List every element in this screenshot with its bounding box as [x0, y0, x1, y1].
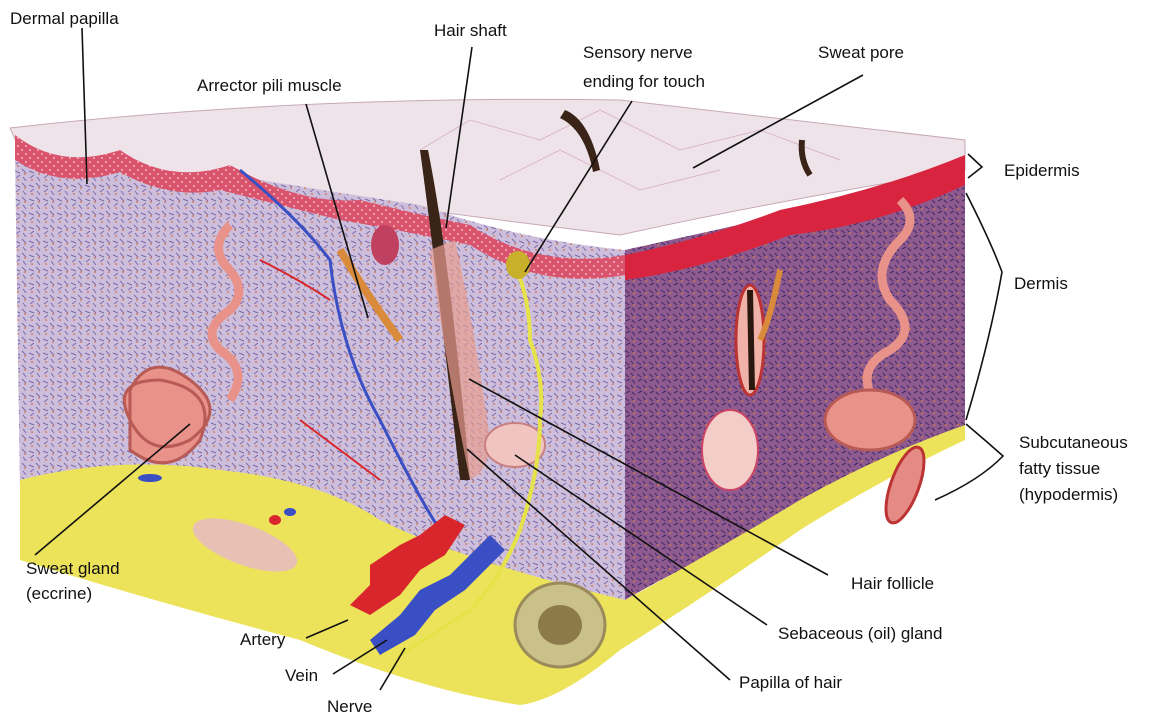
label-subcutaneous-2: fatty tissue: [1019, 459, 1100, 478]
label-sensory-nerve-1: Sensory nerve: [583, 43, 693, 62]
label-papilla-of-hair: Papilla of hair: [739, 673, 842, 692]
label-sebaceous-gland: Sebaceous (oil) gland: [778, 624, 942, 643]
label-arrector-pili: Arrector pili muscle: [197, 76, 342, 95]
label-sweat-gland-1: Sweat gland: [26, 559, 120, 578]
label-sweat-pore: Sweat pore: [818, 43, 904, 62]
label-subcutaneous-1: Subcutaneous: [1019, 433, 1128, 452]
dermis-right: [625, 175, 965, 600]
label-sweat-gland-2: (eccrine): [26, 584, 92, 603]
label-artery: Artery: [240, 630, 286, 649]
label-hair-follicle: Hair follicle: [851, 574, 934, 593]
label-hair-shaft: Hair shaft: [434, 21, 507, 40]
label-sensory-nerve-2: ending for touch: [583, 72, 705, 91]
label-dermal-papilla: Dermal papilla: [10, 9, 119, 28]
label-subcutaneous-3: (hypodermis): [1019, 485, 1118, 504]
label-vein: Vein: [285, 666, 318, 685]
label-dermis: Dermis: [1014, 274, 1068, 293]
label-epidermis: Epidermis: [1004, 161, 1080, 180]
label-nerve: Nerve: [327, 697, 372, 716]
